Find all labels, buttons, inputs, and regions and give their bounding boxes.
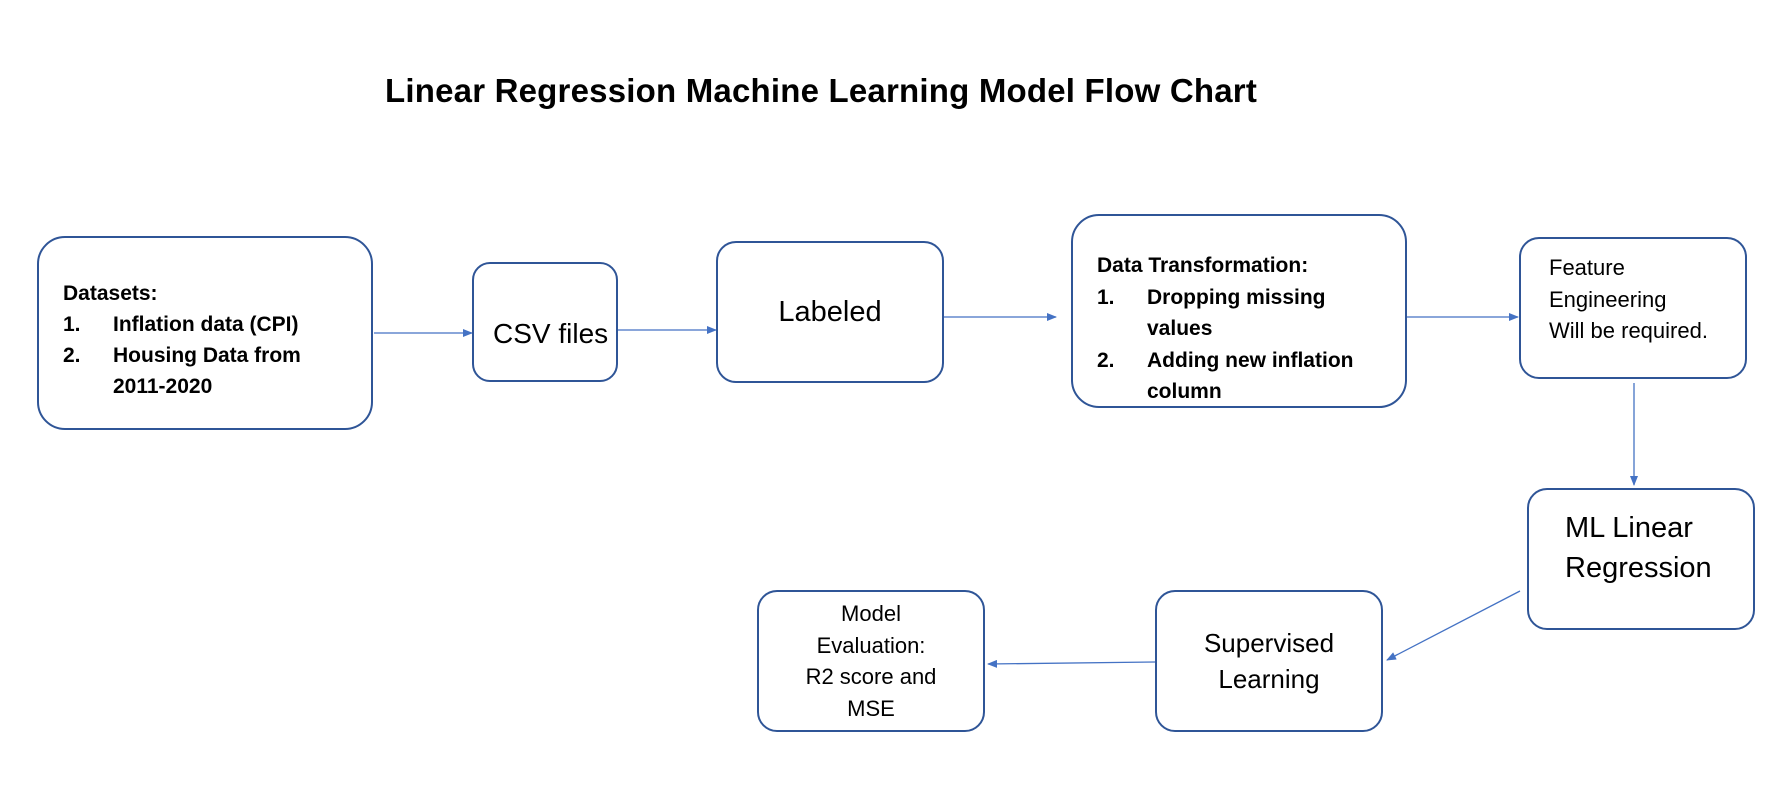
ml-line: ML Linear (1565, 512, 1693, 544)
feature-line: Engineering (1549, 286, 1667, 312)
datasets-list: 1. Inflation data (CPI) 2. Housing Data … (63, 309, 361, 402)
node-data-transformation: Data Transformation: 1. Dropping missing… (1071, 214, 1407, 408)
ml-line: Regression (1565, 552, 1712, 584)
supervised-line: Learning (1218, 664, 1320, 694)
node-supervised-learning: Supervised Learning (1155, 590, 1383, 732)
evaluation-line: Model (841, 601, 901, 626)
evaluation-line: MSE (847, 695, 895, 721)
evaluation-line: Evaluation: (816, 632, 926, 658)
csv-files-label: CSV files (493, 318, 609, 349)
datasets-item: 2. Housing Data from 2011-2020 (63, 340, 361, 402)
edge-supervised-to-evaluation (987, 659, 1156, 668)
diagram-title: Linear Regression Machine Learning Model… (385, 72, 1258, 109)
datasets-item-number: 2. (63, 344, 81, 367)
transformation-item-text: Adding new inflation column (1147, 348, 1354, 404)
node-feature-engineering: Feature Engineering Will be required. (1519, 237, 1747, 379)
datasets-item-text: Housing Data from 2011-2020 (113, 344, 301, 398)
transformation-item-text: Dropping missing values (1147, 285, 1326, 341)
transformation-item-number: 2. (1097, 348, 1115, 372)
datasets-item-number: 1. (63, 313, 81, 336)
evaluation-line: R2 score and (805, 664, 937, 689)
datasets-heading: Datasets: (63, 282, 158, 305)
transformation-item: 2. Adding new inflation column (1097, 345, 1395, 408)
datasets-item-text: Inflation data (CPI) (113, 313, 299, 336)
feature-line: Feature (1549, 255, 1625, 280)
transformation-list: 1. Dropping missing values 2. Adding new… (1097, 282, 1395, 408)
transformation-item-number: 1. (1097, 285, 1115, 309)
node-datasets: Datasets: 1. Inflation data (CPI) 2. Hou… (37, 236, 373, 430)
node-ml-linear-regression: ML Linear Regression (1527, 488, 1755, 630)
transformation-heading: Data Transformation: (1097, 254, 1309, 277)
labeled-label: Labeled (778, 295, 882, 328)
node-model-evaluation: Model Evaluation: R2 score and MSE (757, 590, 985, 732)
supervised-line: Supervised (1203, 628, 1335, 658)
edge-ml-to-supervised (1386, 590, 1521, 661)
feature-line: Will be required. (1549, 318, 1708, 343)
node-csv-files: CSV files (472, 262, 618, 382)
transformation-item: 1. Dropping missing values (1097, 282, 1395, 345)
datasets-item: 1. Inflation data (CPI) (63, 309, 361, 340)
node-labeled: Labeled (716, 241, 944, 383)
